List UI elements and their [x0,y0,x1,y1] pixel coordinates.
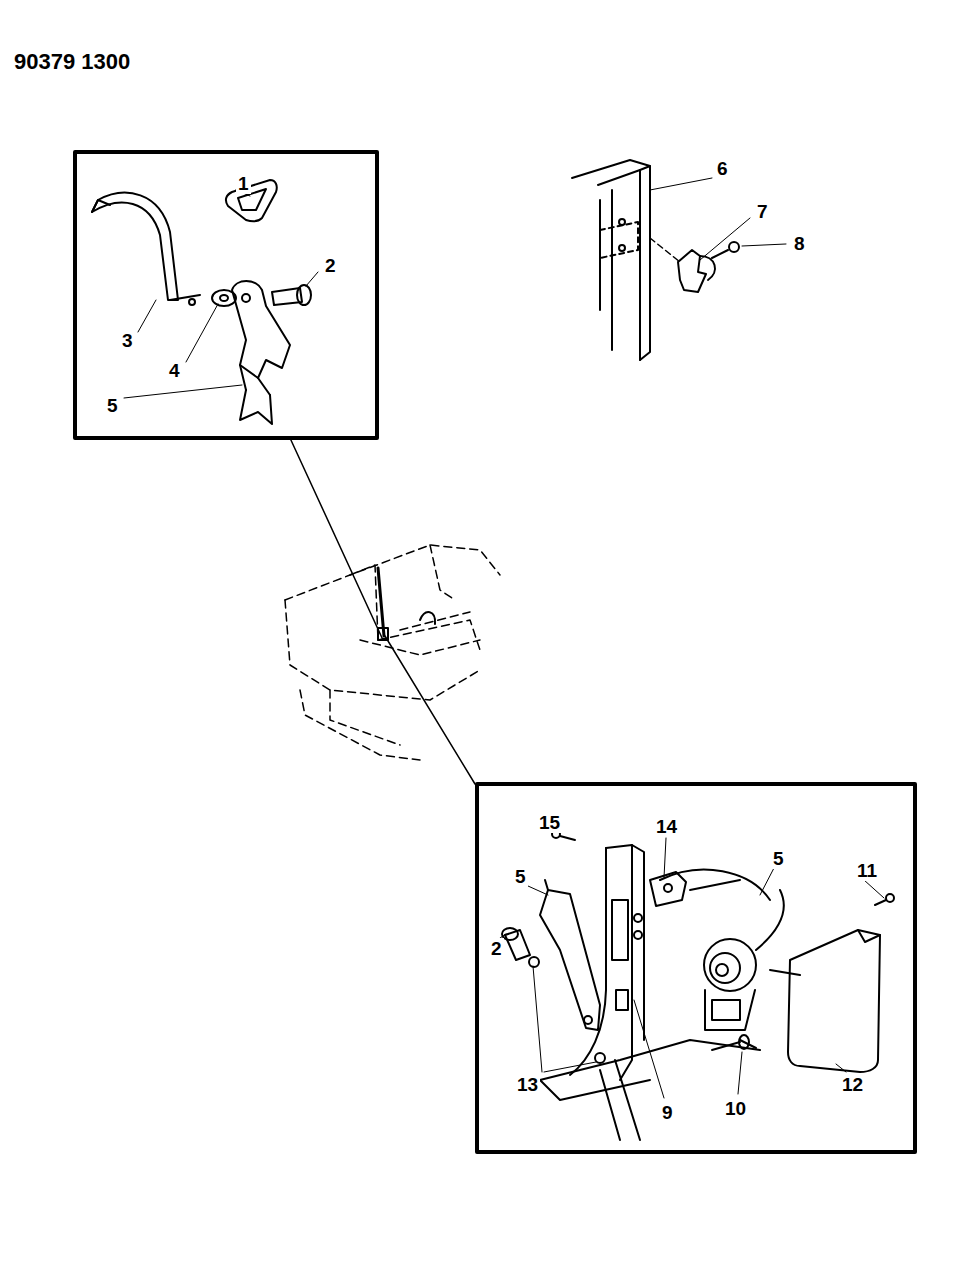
callout-number: 7 [755,201,770,222]
drawing-number: 90379 1300 [12,50,132,74]
callout-number: 11 [855,860,879,881]
callout-number: 10 [723,1098,748,1119]
callout-number: 5 [771,848,786,869]
callout-number: 13 [515,1074,540,1095]
callout-number: 2 [489,938,504,959]
callout-number: 12 [840,1074,865,1095]
callout-number: 6 [715,158,730,179]
callout-number: 3 [120,330,135,351]
callout-number: 14 [654,816,679,837]
callout-number: 8 [792,233,807,254]
callout-number: 15 [537,812,562,833]
callout-number: 1 [236,173,251,194]
callout-number: 5 [513,866,528,887]
callout-number: 5 [105,395,120,416]
callout-number: 2 [323,255,338,276]
callout-number: 9 [660,1102,675,1123]
callout-number: 4 [167,360,182,381]
